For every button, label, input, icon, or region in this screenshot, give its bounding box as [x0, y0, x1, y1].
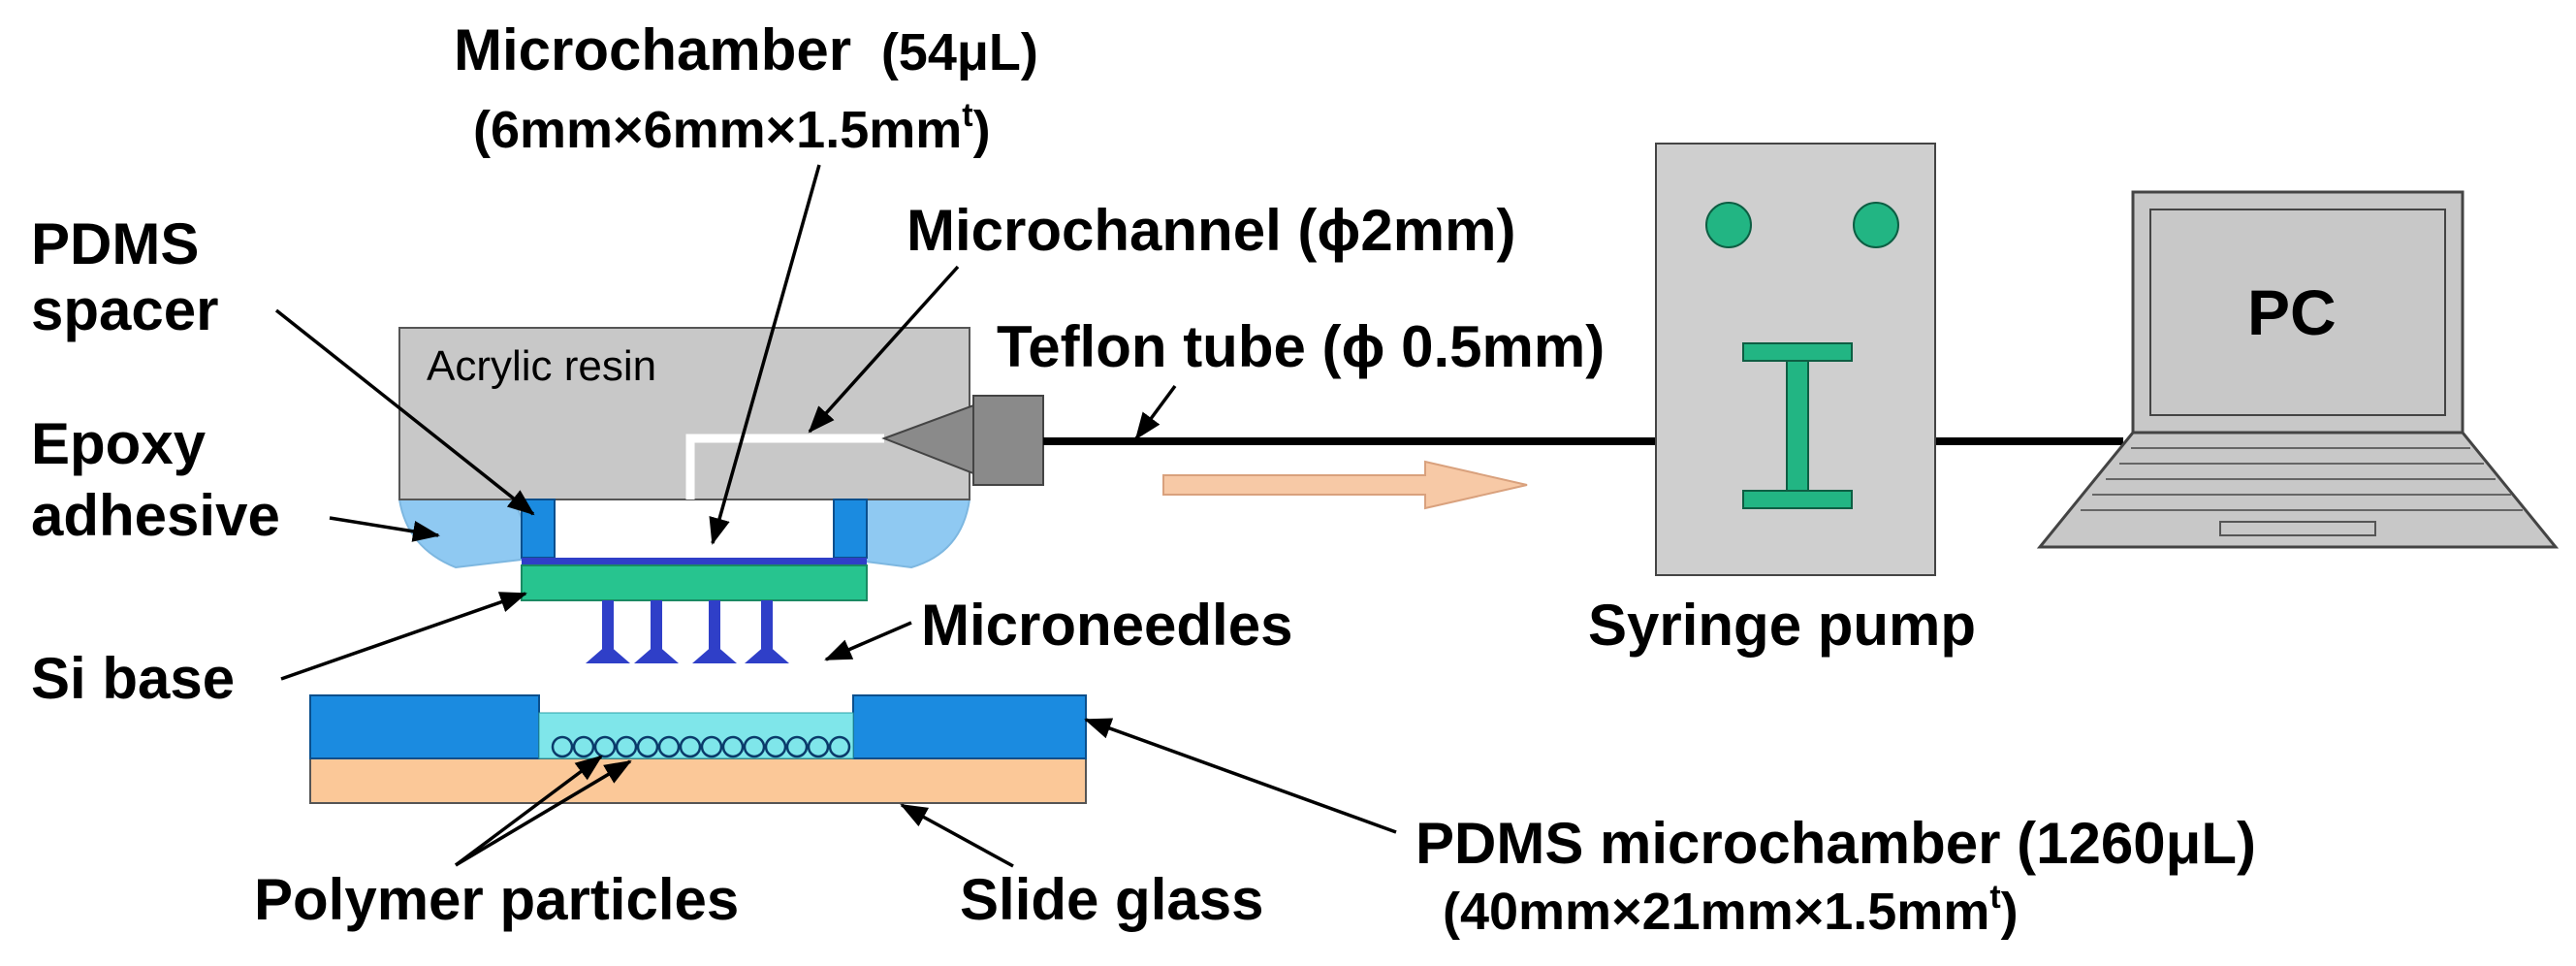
microchamber-dims-close: )	[973, 101, 991, 159]
pdms-microchamber-dims: (40mm×21mm×1.5mm	[1443, 883, 1989, 941]
svg-text:(40mm×21mm×1.5mmt): (40mm×21mm×1.5mmt)	[1443, 879, 2019, 941]
epoxy-label-2: adhesive	[31, 483, 280, 548]
microchannel-arrow	[808, 265, 960, 434]
slide-glass	[309, 757, 1087, 804]
microchannel-label: Microchannel (ϕ2mm)	[906, 198, 1515, 263]
microchamber-title: Microchamber	[454, 17, 851, 82]
svg-text:(6mm×6mm×1.5mmt): (6mm×6mm×1.5mmt)	[473, 97, 991, 159]
pdms-thin-layer	[522, 558, 867, 565]
svg-text:Microchamber (54μL): Microchamber (54μL)	[454, 17, 1038, 82]
polymer-particles-arrow-2	[455, 759, 632, 867]
polymer-particles	[551, 735, 851, 758]
pdms-microchamber-arrow	[1084, 718, 1397, 834]
microchamber-dims-sup: t	[962, 97, 972, 134]
pdms-microchamber-dims-close: )	[2001, 883, 2019, 941]
syringe-pump-label: Syringe pump	[1588, 593, 1976, 658]
epoxy-adhesive-left	[398, 499, 540, 569]
epoxy-arrow	[329, 516, 440, 542]
tube-fitting-body	[972, 395, 1044, 486]
laptop-icon	[2036, 190, 2560, 549]
microneedles	[586, 600, 789, 663]
microneedles-arrow	[824, 621, 912, 661]
microchamber-dims: (6mm×6mm×1.5mm	[473, 101, 962, 159]
polymer-particles-label: Polymer particles	[254, 867, 739, 932]
pc-label: PC	[2247, 276, 2337, 348]
teflon-tube-label: Teflon tube (ϕ 0.5mm)	[997, 314, 1605, 379]
acrylic-resin-block	[398, 327, 970, 500]
pdms-chamber-wall-right	[852, 694, 1087, 759]
si-base	[521, 564, 868, 601]
flow-arrow-icon	[1162, 460, 1528, 510]
si-base-arrow	[280, 592, 527, 681]
pdms-spacer-label-1: PDMS	[31, 211, 199, 276]
pdms-microchamber-label: PDMS microchamber (1260μL)	[1415, 811, 2256, 876]
microchannel	[685, 434, 884, 499]
microneedles-label: Microneedles	[921, 593, 1292, 658]
syringe-pump-icon	[1655, 143, 1936, 576]
pdms-microchamber-dims-sup: t	[1989, 879, 2000, 916]
polymer-particles-arrow-1	[454, 755, 603, 867]
epoxy-label-1: Epoxy	[31, 411, 207, 476]
si-base-label: Si base	[31, 646, 235, 711]
pdms-spacer-right	[833, 499, 868, 559]
pdms-spacer-arrow	[274, 308, 535, 516]
acrylic-resin-label: Acrylic resin	[427, 342, 656, 390]
slide-glass-label: Slide glass	[960, 867, 1263, 932]
microchamber-arrow	[709, 164, 821, 545]
pdms-spacer-label-2: spacer	[31, 277, 218, 342]
pdms-chamber-wall-left	[309, 694, 540, 759]
microchamber-volume: (54μL)	[881, 23, 1038, 81]
teflon-tube-arrow	[1134, 384, 1177, 440]
slide-glass-arrow	[900, 803, 1014, 868]
